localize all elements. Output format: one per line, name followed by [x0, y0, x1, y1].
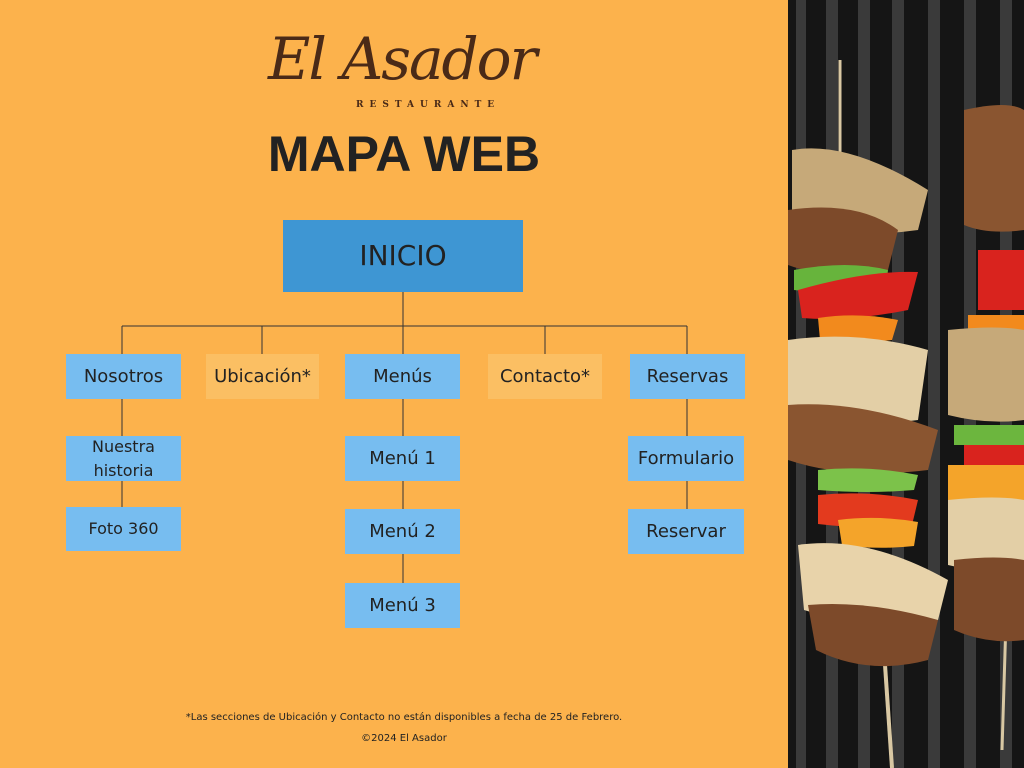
node-formulario: Formulario: [628, 436, 744, 481]
node-foto-360: Foto 360: [66, 507, 181, 551]
footnote: *Las secciones de Ubicación y Contacto n…: [185, 712, 623, 723]
node-menu-3: Menú 3: [345, 583, 460, 628]
node-inicio: INICIO: [283, 220, 523, 292]
node-nuestra-historia: Nuestra historia: [66, 436, 181, 481]
logo: El Asador RESTAURANTE: [268, 24, 540, 114]
node-contacto: Contacto*: [488, 354, 602, 399]
node-menu-2: Menú 2: [345, 509, 460, 554]
node-nosotros: Nosotros: [66, 354, 181, 399]
page-title: MAPA WEB: [267, 126, 541, 182]
grill-skewers-image: [788, 0, 1024, 768]
logo-tagline: RESTAURANTE: [356, 100, 501, 110]
kebab-photo: [788, 0, 1024, 768]
copyright: ©2024 El Asador: [361, 733, 447, 744]
node-reservar: Reservar: [628, 509, 744, 554]
logo-wordmark: El Asador: [268, 25, 537, 93]
node-menus: Menús: [345, 354, 460, 399]
node-reservas: Reservas: [630, 354, 745, 399]
node-ubicacion: Ubicación*: [206, 354, 319, 399]
node-menu-1: Menú 1: [345, 436, 460, 481]
